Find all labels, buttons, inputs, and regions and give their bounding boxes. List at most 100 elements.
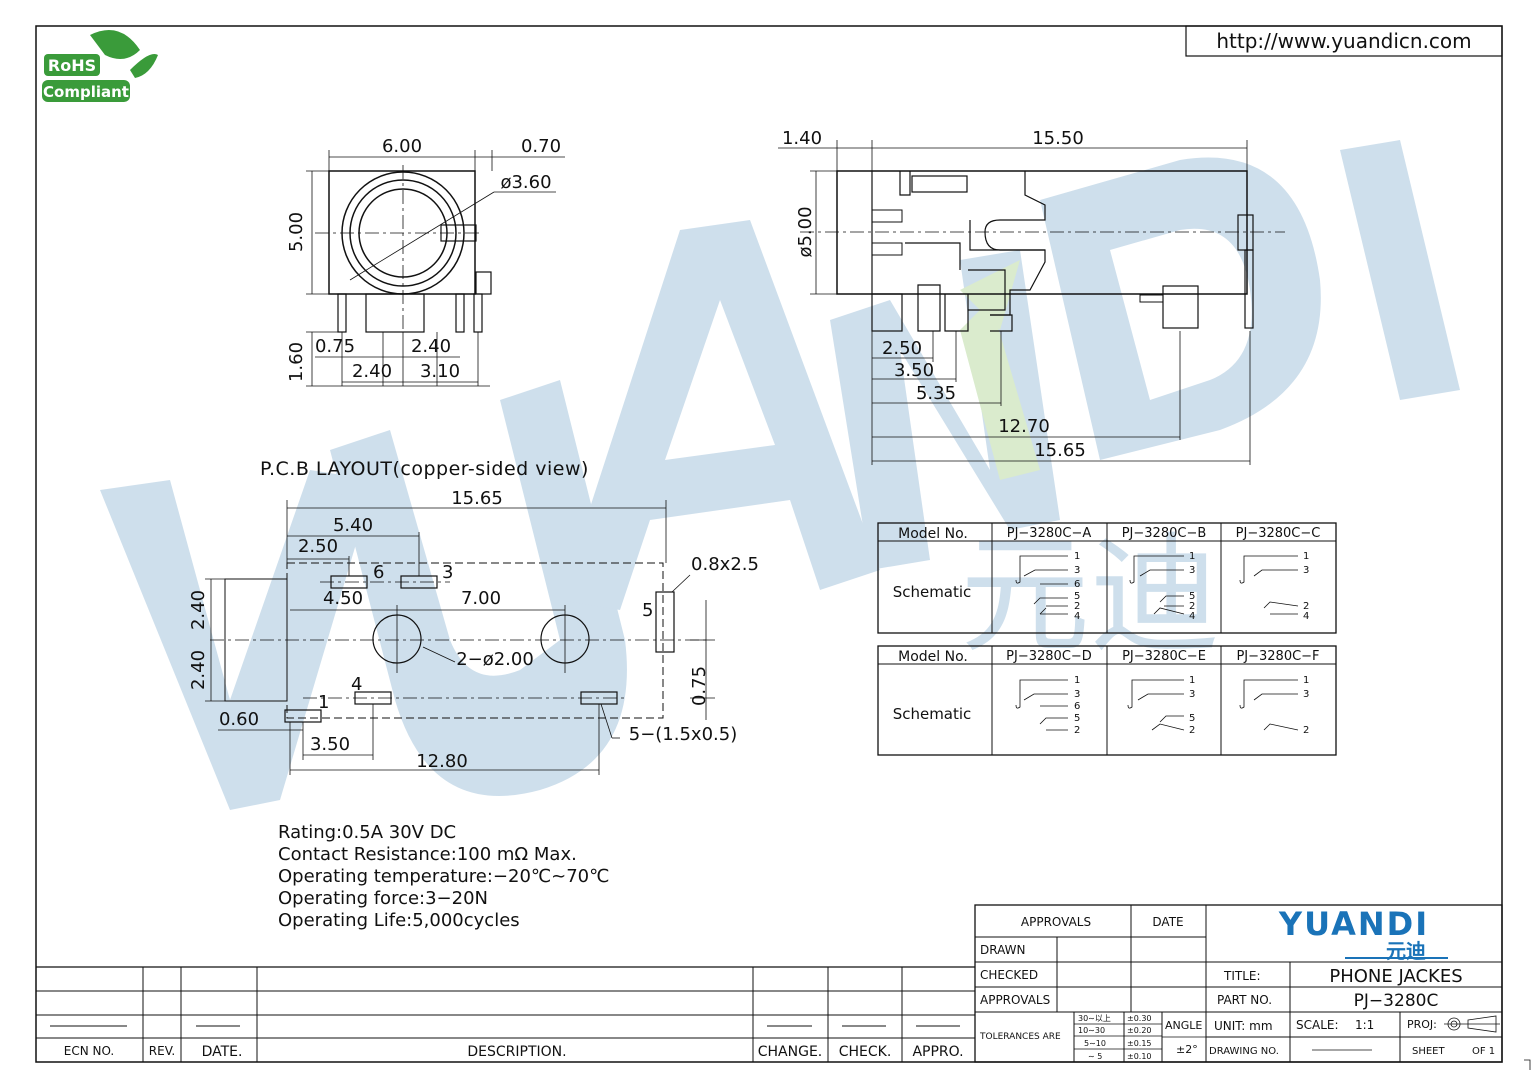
rev-ecn-header: ECN NO.	[64, 1044, 115, 1058]
title-block: APPROVALS DATE DRAWN CHECKED APPROVALS T…	[974, 904, 1503, 1063]
model-label-1: Model No.	[898, 526, 968, 542]
dim-pcb-075: 0.75	[689, 666, 710, 706]
projection-icon	[1444, 1015, 1500, 1033]
revision-block: ECN NO. REV. DATE. DESCRIPTION. CHANGE. …	[36, 966, 975, 1062]
dim-side-p1: 2.50	[882, 338, 922, 359]
rev-date-header: DATE.	[202, 1044, 243, 1060]
compliant-text: Compliant	[43, 83, 129, 101]
tb-approvals: APPROVALS	[980, 993, 1050, 1007]
dim-front-width: 6.00	[382, 136, 422, 157]
dim-side-length: 15.50	[1032, 128, 1084, 149]
pin-e-2: 2	[1189, 725, 1195, 736]
dim-pcb-060: 0.60	[219, 709, 259, 730]
tb-title-value: PHONE JACKES	[1329, 966, 1462, 987]
spec-rating: Rating:0.5A 30V DC	[278, 822, 456, 843]
pin-c-3: 3	[1303, 565, 1309, 576]
pin-a-5: 5	[1074, 591, 1080, 602]
rohs-logo: RoHS Compliant	[42, 30, 158, 102]
pin-b-1: 1	[1189, 551, 1195, 562]
tb-part-value: PJ−3280C	[1354, 991, 1439, 1011]
pin-a-6: 6	[1074, 579, 1080, 590]
url-box	[1185, 25, 1503, 57]
tol-value-4: ±0.10	[1127, 1052, 1152, 1061]
dim-pcb-holes: 2−ø2.00	[456, 649, 534, 670]
tb-drawn: DRAWN	[980, 943, 1026, 957]
dim-side-diameter: ø5.00	[795, 206, 816, 257]
rev-desc-header: DESCRIPTION.	[467, 1044, 566, 1060]
drawing-border	[35, 25, 1503, 1063]
pin-b-4: 4	[1189, 611, 1195, 622]
schematic-table-2: Model No. PJ−3280C−D PJ−3280C−E PJ−3280C…	[877, 645, 1337, 756]
tol-range-2: 10∼30	[1078, 1026, 1105, 1035]
front-view: 6.00 0.70 ø3.60 5.00 1.60 0.75 2.40 2.40…	[286, 136, 565, 387]
url-text: http://www.yuandicn.com	[1216, 29, 1471, 53]
spec-resistance: Contact Resistance:100 mΩ Max.	[278, 844, 577, 865]
pin-f-1: 1	[1303, 675, 1309, 686]
pin-d-5: 5	[1074, 713, 1080, 724]
dim-pcb-700: 7.00	[461, 588, 501, 609]
pin-f-2: 2	[1303, 725, 1309, 736]
pin-a-1: 1	[1074, 551, 1080, 562]
model-b: PJ−3280C−B	[1122, 526, 1207, 541]
pin-c-1: 1	[1303, 551, 1309, 562]
dim-pin-height: 1.60	[286, 342, 307, 382]
pin-e-5: 5	[1189, 713, 1195, 724]
dim-side-p3: 5.35	[916, 383, 956, 404]
pin-e-3: 3	[1189, 689, 1195, 700]
dim-front-a: 0.75	[315, 336, 355, 357]
tol-value-2: ±0.20	[1127, 1026, 1152, 1035]
dim-pcb-slot: 0.8x2.5	[691, 554, 759, 575]
schematic-label-2: Schematic	[893, 705, 972, 723]
pin-a-4: 4	[1074, 611, 1080, 622]
tb-approvals-header: APPROVALS	[1021, 915, 1091, 929]
dim-front-height: 5.00	[286, 212, 307, 252]
pad-label-4: 4	[351, 674, 362, 695]
tb-tolerances: TOLERANCES ARE	[979, 1032, 1061, 1042]
dim-side-p2: 3.50	[894, 360, 934, 381]
tol-range-3: 5∼10	[1084, 1039, 1106, 1048]
pin-d-2: 2	[1074, 725, 1080, 736]
pcb-title: P.C.B LAYOUT(copper-sided view)	[260, 458, 589, 480]
model-d: PJ−3280C−D	[1006, 649, 1092, 664]
company-logo-cn: 元迪	[1386, 939, 1426, 963]
pin-e-1: 1	[1189, 675, 1195, 686]
model-f: PJ−3280C−F	[1236, 649, 1319, 664]
tb-angle-value: ±2°	[1176, 1043, 1198, 1056]
dim-pcb-1280: 12.80	[416, 751, 468, 772]
tb-date-header: DATE	[1152, 915, 1183, 929]
tb-drawing-no: DRAWING NO.	[1209, 1046, 1279, 1057]
spec-life: Operating Life:5,000cycles	[278, 910, 520, 931]
tb-proj: PROJ:	[1407, 1018, 1437, 1031]
pin-c-2: 2	[1303, 601, 1309, 612]
pcb-layout: P.C.B LAYOUT(copper-sided view) 6 3 5 4 …	[188, 458, 759, 775]
pin-b-2: 2	[1189, 601, 1195, 612]
tb-scale-label: SCALE:	[1296, 1018, 1339, 1032]
tol-range-4: ∼ 5	[1088, 1052, 1102, 1061]
dim-side-p4: 12.70	[998, 416, 1050, 437]
company-logo: YUANDI	[1278, 905, 1429, 943]
rev-check-header: CHECK.	[839, 1044, 892, 1060]
pad-label-3: 3	[442, 562, 453, 583]
tol-value-1: ±0.30	[1127, 1014, 1152, 1023]
schematic-table-1: Model No. PJ−3280C−A PJ−3280C−B PJ−3280C…	[877, 522, 1337, 634]
rev-appro-header: APPRO.	[912, 1044, 963, 1060]
tb-angle: ANGLE	[1165, 1019, 1202, 1032]
spec-temperature: Operating temperature:−20℃~70℃	[278, 866, 609, 887]
model-c: PJ−3280C−C	[1236, 526, 1321, 541]
pin-a-2: 2	[1074, 601, 1080, 612]
dim-front-diameter: ø3.60	[500, 172, 551, 193]
pad-label-1: 1	[318, 692, 329, 713]
pin-b-3: 3	[1189, 565, 1195, 576]
side-view: 1.40 15.50 ø5.00 2.50 3.50 5.35 12.70 15…	[778, 128, 1285, 465]
dim-pcb-h1: 2.40	[188, 590, 209, 630]
dim-front-offset: 0.70	[521, 136, 561, 157]
dim-pcb-350: 3.50	[310, 734, 350, 755]
dim-pcb-pads: 5−(1.5x0.5)	[629, 724, 737, 745]
pin-d-1: 1	[1074, 675, 1080, 686]
pin-b-5: 5	[1189, 591, 1195, 602]
rohs-text: RoHS	[48, 56, 96, 75]
pin-c-4: 4	[1303, 611, 1309, 622]
tol-value-3: ±0.15	[1127, 1039, 1152, 1048]
tb-of: OF 1	[1472, 1046, 1495, 1057]
